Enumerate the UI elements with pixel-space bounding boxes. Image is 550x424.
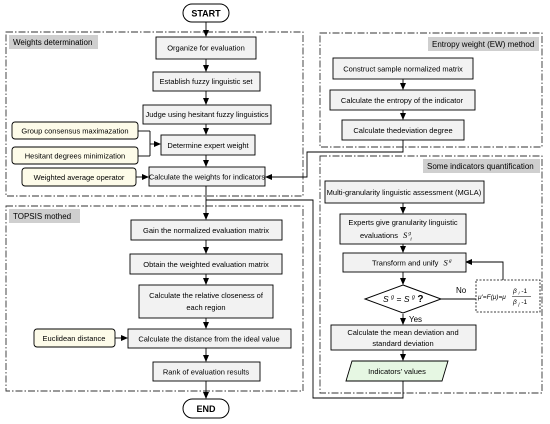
establish-label: Establish fuzzy linguistic set	[160, 77, 254, 86]
indicators-section-label: Some indicators quantification	[427, 162, 534, 171]
no-label: No	[456, 286, 467, 295]
closeness-box	[138, 284, 274, 319]
formula-denominator: β j -1	[512, 299, 528, 308]
topsis-section-label: TOPSIS mothed	[13, 212, 71, 221]
entropy-section-label-bg	[428, 37, 539, 51]
closeness-label-line2: each region	[186, 303, 225, 312]
entropy-label: Calculate the entropy of the indicator	[341, 96, 464, 105]
indicators-values-parallelogram	[345, 360, 449, 382]
rank-label: Rank of evaluation results	[163, 368, 250, 377]
deviation-label: Calculate thedeviation degree	[353, 126, 452, 135]
organize-label: Organize for evaluation	[167, 44, 245, 53]
judge-label: Judge using hesitant fuzzy linguistics	[146, 110, 269, 119]
decision-diamond	[363, 284, 443, 314]
end-label: END	[196, 404, 216, 414]
construct-label: Construct sample normalized matrix	[343, 65, 463, 74]
weights-section-frame	[5, 31, 304, 197]
formula-left: μ'=F(μ)=μ	[477, 294, 506, 301]
judge-box	[142, 104, 272, 125]
euclidean-box	[33, 328, 116, 348]
indicators-section-frame	[319, 155, 543, 394]
determine-box	[160, 134, 256, 156]
mean-deviation-box	[330, 324, 477, 351]
formula-numerator: β i -1	[512, 288, 528, 297]
weighted-average-label: Weighted average operator	[34, 173, 125, 182]
gain-box	[130, 219, 283, 241]
deviation-box	[341, 119, 465, 141]
indicators-values-label: Indicators' values	[368, 367, 426, 376]
group-consensus-box	[11, 121, 139, 140]
entropy-section-label: Entropy weight (EW) method	[432, 40, 534, 49]
obtain-label: Obtain the weighted evaluation matrix	[143, 260, 269, 269]
rank-box	[152, 361, 261, 382]
mean-deviation-label-line2: standard deviation	[372, 339, 433, 348]
weights-section-label: Weights determination	[13, 38, 92, 47]
experts-label-line2: evaluations S g i	[360, 228, 413, 243]
group-consensus-label: Group consensus maximazation	[21, 127, 128, 136]
indicators-section-label-bg	[423, 159, 540, 173]
mean-deviation-label-line1: Calculate the mean deviation and	[347, 328, 458, 337]
establish-box	[152, 71, 261, 92]
determine-label: Determine expert weight	[167, 141, 249, 150]
topsis-section-label-bg	[9, 209, 80, 223]
end-terminal	[182, 398, 230, 419]
weighted-average-box	[21, 167, 137, 187]
connector	[206, 199, 404, 399]
transform-formula-box	[475, 279, 541, 313]
gain-label: Gain the normalized evaluation matrix	[143, 226, 269, 235]
closeness-label-line1: Calculate the relative closeness of	[149, 291, 264, 300]
calculate-weights-label: Calculate the weights for indicators	[149, 173, 266, 182]
yes-label: Yes	[409, 315, 422, 324]
decision-label: S g = S g ?	[383, 291, 423, 306]
calculate-weights-box	[148, 166, 266, 187]
distance-box	[127, 328, 292, 349]
mgla-label: Multi-granularity linguistic assessment …	[327, 188, 482, 197]
start-label: START	[191, 9, 221, 19]
transform-box	[342, 252, 467, 273]
entropy-section-frame	[319, 32, 543, 148]
weights-section-label-bg	[9, 35, 98, 49]
start-terminal	[182, 3, 230, 23]
construct-box	[332, 57, 474, 80]
distance-label: Calculate the distance from the ideal va…	[138, 335, 279, 344]
experts-box	[339, 213, 467, 245]
connector	[465, 259, 504, 280]
transform-label: Transform and unify S g	[372, 258, 452, 268]
experts-label-line1: Experts give granularity linguistic	[348, 218, 457, 227]
euclidean-label: Euclidean distance	[43, 334, 106, 343]
connector	[265, 140, 404, 180]
hesitant-degrees-box	[11, 146, 139, 165]
obtain-box	[129, 253, 283, 275]
entropy-box	[329, 89, 476, 111]
topsis-section-frame	[5, 205, 304, 392]
organize-box	[155, 36, 257, 60]
mgla-box	[324, 180, 485, 204]
hesitant-degrees-label: Hesitant degrees minimization	[25, 152, 125, 161]
